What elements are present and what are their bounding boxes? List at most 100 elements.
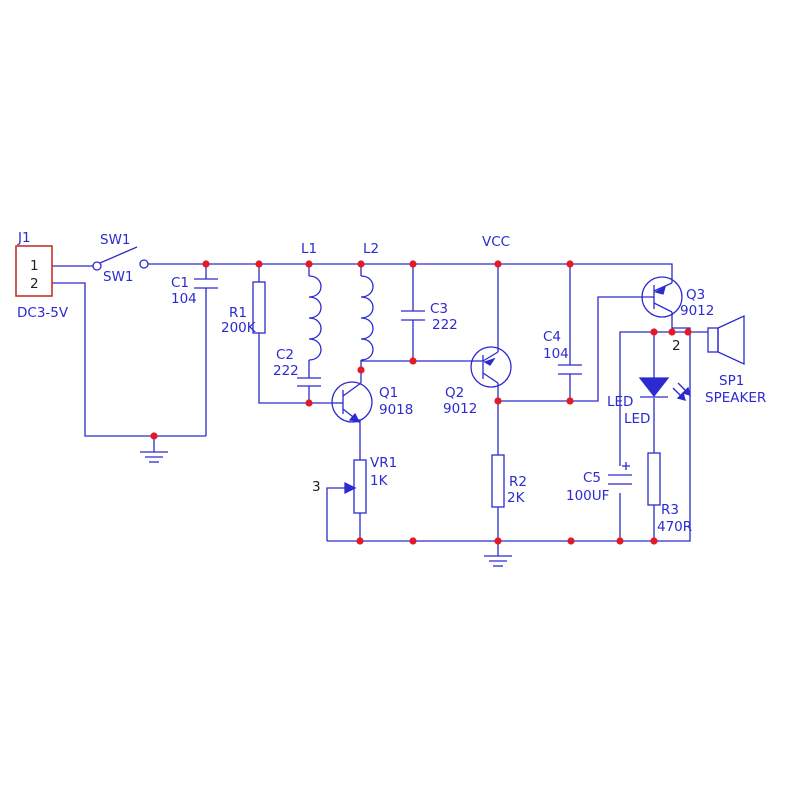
label-q3-pin: 2	[672, 338, 681, 354]
transistor-q2	[470, 346, 512, 388]
wire-q3-emitter	[619, 312, 673, 541]
label-l2-ref: L2	[363, 241, 379, 257]
label-r2-ref: R2	[509, 474, 527, 490]
speaker-sp1	[707, 314, 745, 366]
junction-dot	[357, 260, 365, 268]
transistor-q3-arrow	[654, 285, 667, 295]
label-r2-value: 2K	[507, 490, 526, 506]
label-l1-ref: L1	[301, 241, 317, 257]
junction-dot	[566, 397, 574, 405]
label-c4-ref: C4	[543, 329, 561, 345]
label-speaker-ref: SP1	[719, 373, 744, 389]
switch-sw1-contact-right	[139, 259, 149, 269]
resistor-r1	[252, 281, 266, 334]
potentiometer-vr1-body	[353, 459, 367, 514]
label-speaker-value: SPEAKER	[705, 390, 766, 406]
label-r3-ref: R3	[661, 502, 679, 518]
wire-vr1-wiper	[326, 487, 350, 541]
label-r1-ref: R1	[229, 305, 247, 321]
transistor-q1-arrow	[348, 412, 361, 423]
label-j1-ref: J1	[17, 230, 31, 246]
inductor-l2	[360, 275, 374, 361]
label-c1-ref: C1	[171, 275, 189, 291]
connector-j1-body	[15, 245, 53, 297]
speaker-sp1-cone	[717, 314, 745, 366]
junction-dot	[668, 328, 676, 336]
wire-q1-emitter	[352, 419, 361, 541]
label-c5-ref: C5	[583, 470, 601, 486]
wire-q2-collector	[497, 296, 650, 402]
label-c3-ref: C3	[430, 301, 448, 317]
junction-dot	[566, 260, 574, 268]
junction-dot	[684, 328, 692, 336]
transistor-q2-emitter	[482, 351, 499, 362]
label-sw1-top: SW1	[100, 232, 131, 248]
ground-symbol-mid	[484, 555, 512, 567]
junction-dots	[150, 260, 692, 545]
capacitor-c4	[558, 364, 582, 375]
labels: J1 1 2 DC3-5V SW1 SW1 C1 104 R1 200K L1 …	[17, 230, 766, 535]
label-c2-ref: C2	[276, 347, 294, 363]
junction-dot	[494, 397, 502, 405]
label-sw1-bottom: SW1	[103, 269, 134, 285]
transistor-q3-collector	[653, 302, 673, 313]
transistor-q1	[331, 381, 373, 423]
label-c2-value: 222	[273, 363, 299, 379]
led-ray-1-head	[676, 391, 686, 401]
label-r1-value: 200K	[221, 320, 257, 336]
transistor-q2-body	[470, 346, 512, 388]
ground-symbol-left	[140, 451, 168, 463]
label-led-ref: LED	[607, 394, 633, 410]
capacitor-c1	[194, 278, 218, 289]
transistor-q3	[641, 276, 683, 318]
junction-dot	[357, 366, 365, 374]
connector-j1	[15, 245, 53, 297]
led-triangle	[638, 377, 670, 398]
transistor-q2-arrow	[483, 357, 496, 366]
label-q1-value: 9018	[379, 402, 413, 418]
wire-top-rail	[148, 263, 673, 283]
junction-dot	[650, 537, 658, 545]
led	[638, 377, 691, 401]
junction-dot	[305, 399, 313, 407]
label-j1-pin1: 1	[30, 258, 39, 274]
junction-dot	[494, 537, 502, 545]
capacitor-c3	[401, 310, 425, 321]
junction-dot	[202, 260, 210, 268]
potentiometer-vr1	[344, 459, 367, 514]
label-vr1-ref: VR1	[370, 455, 397, 471]
label-led-value: LED	[624, 411, 650, 427]
resistor-r2	[491, 454, 505, 508]
junction-dot	[409, 260, 417, 268]
led-ray-2-head	[681, 386, 691, 396]
transistor-q1-collector	[342, 382, 362, 397]
label-j1-spec: DC3-5V	[17, 305, 69, 321]
label-q2-value: 9012	[443, 401, 477, 417]
label-q3-ref: Q3	[686, 287, 705, 303]
resistor-r3	[647, 452, 661, 506]
transistor-q3-emitter	[653, 282, 673, 292]
label-vr1-pin: 3	[312, 479, 321, 495]
transistor-q1-body	[331, 381, 373, 423]
label-j1-pin2: 2	[30, 276, 39, 292]
potentiometer-vr1-wiper-arrow	[344, 481, 357, 495]
label-c1-value: 104	[171, 291, 197, 307]
switch-sw1-contact-left	[92, 261, 102, 271]
junction-dot	[650, 328, 658, 336]
label-q2-ref: Q2	[445, 385, 464, 401]
label-q3-value: 9012	[680, 303, 714, 319]
label-r3-value: 470R	[657, 519, 692, 535]
transistor-q3-body	[641, 276, 683, 318]
junction-dot	[409, 357, 417, 365]
junction-dot	[150, 432, 158, 440]
transistor-q2-collector	[482, 372, 499, 384]
label-q1-ref: Q1	[379, 385, 398, 401]
label-vcc: VCC	[482, 234, 510, 250]
capacitor-c2	[297, 377, 321, 387]
wire-bottom-rail	[327, 327, 691, 542]
junction-dot	[305, 260, 313, 268]
label-c4-value: 104	[543, 346, 569, 362]
junction-dot	[494, 260, 502, 268]
junction-dot	[567, 537, 575, 545]
